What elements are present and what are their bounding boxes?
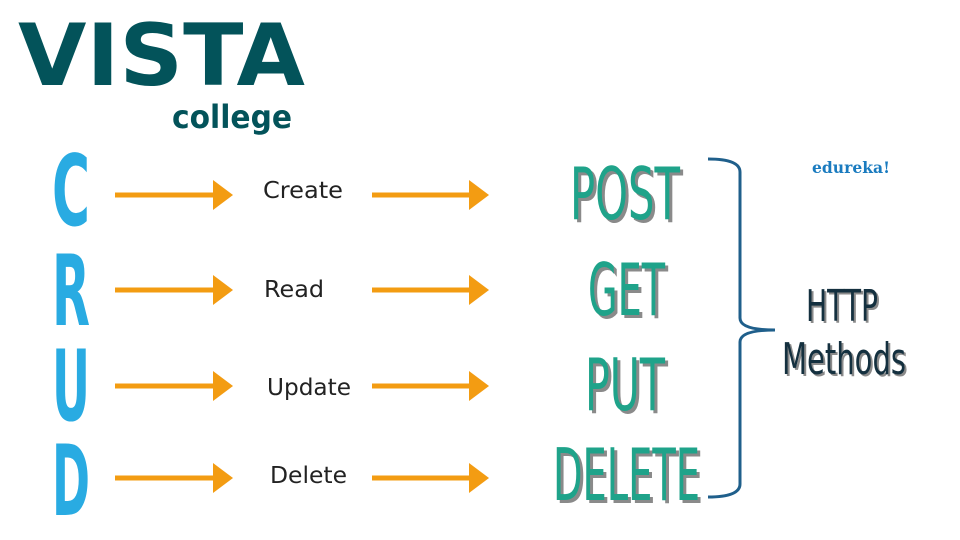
- group-label-line2: Methods: [782, 334, 906, 385]
- operation-delete: Delete: [270, 463, 347, 489]
- method-get-label: GET: [588, 248, 666, 332]
- curly-brace: [707, 157, 776, 499]
- method-post-label: POST: [570, 152, 681, 236]
- method-put-label: PUT: [585, 343, 666, 427]
- logo-sub: college: [172, 98, 292, 136]
- edureka-watermark: edureka!: [812, 158, 890, 177]
- crud-letter-u: U: [52, 330, 90, 444]
- crud-letter-d: D: [52, 425, 90, 539]
- group-label: HTTP Methods: [782, 281, 906, 385]
- method-delete-label: DELETE: [553, 433, 700, 517]
- group-label-line1: HTTP: [806, 281, 878, 332]
- logo-brand: VISTA: [18, 6, 305, 106]
- operation-read: Read: [264, 277, 324, 303]
- vista-college-logo: VISTA college: [18, 6, 305, 136]
- operation-update: Update: [267, 375, 351, 401]
- operation-create: Create: [263, 178, 343, 204]
- crud-letter-r: R: [52, 235, 90, 349]
- crud-letter-c: C: [52, 135, 90, 249]
